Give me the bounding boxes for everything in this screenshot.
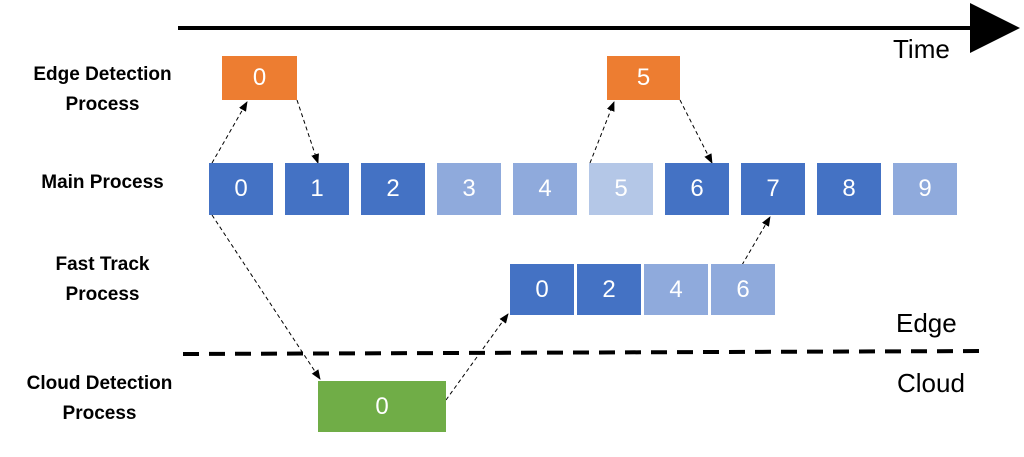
main-frame-4: 4	[513, 163, 577, 215]
arrow-main0-to-edgedet0	[211, 101, 248, 164]
fast-track-process-label: Fast Track Process	[55, 254, 150, 305]
edge-zone-label: Edge	[896, 308, 957, 338]
edge-cloud-divider	[182, 349, 989, 356]
main-frame-8: 8	[817, 163, 881, 215]
main-frame-2: 2	[361, 163, 425, 215]
edge-detection-frame-1: 5	[607, 56, 680, 100]
time-axis-arrowhead	[970, 3, 1020, 53]
arrow-main0-to-clouddet0	[211, 214, 321, 380]
arrow-fasttrack6-to-main7	[741, 216, 771, 266]
main-frame-7: 7	[741, 163, 805, 215]
main-frame-9: 9	[893, 163, 957, 215]
arrow-clouddet0-to-fasttrack0	[445, 313, 509, 401]
main-process-label: Main Process	[41, 172, 164, 193]
edge-detection-process-label: Edge Detection Process	[33, 64, 172, 115]
cloud-detection-process-label: Cloud Detection Process	[26, 373, 173, 424]
main-frame-5: 5	[589, 163, 653, 215]
fast-track-frame-2: 4	[644, 264, 708, 315]
main-frame-6: 6	[665, 163, 729, 215]
arrow-edgedet5-to-main6	[679, 99, 713, 164]
main-frame-3: 3	[437, 163, 501, 215]
cloud-zone-label: Cloud	[897, 368, 965, 398]
fast-track-frame-1: 2	[577, 264, 641, 315]
fast-track-frame-0: 0	[510, 264, 574, 315]
main-frame-0: 0	[209, 163, 273, 215]
main-frame-1: 1	[285, 163, 349, 215]
arrow-edgedet0-to-main1	[296, 99, 319, 164]
time-axis-label: Time	[893, 34, 950, 64]
cloud-detection-frame-0: 0	[318, 381, 446, 432]
fast-track-frame-3: 6	[711, 264, 775, 315]
edge-detection-frame-0: 0	[222, 56, 297, 100]
arrow-main5-to-edgedet5	[589, 101, 615, 164]
